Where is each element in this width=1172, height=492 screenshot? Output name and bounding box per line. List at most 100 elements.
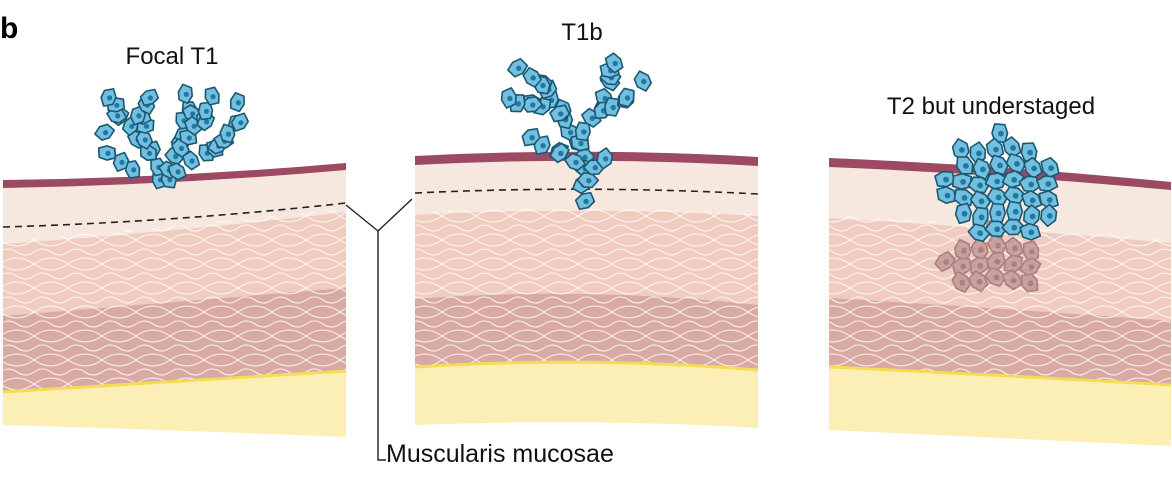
cell-nucleus bbox=[114, 102, 120, 108]
cell-nucleus bbox=[1029, 248, 1035, 255]
cell-nucleus bbox=[529, 135, 535, 141]
callout-label: Muscularis mucosae bbox=[386, 440, 614, 468]
cell-nucleus bbox=[993, 274, 1000, 281]
tumor-t1b bbox=[500, 52, 653, 210]
cell-nucleus bbox=[612, 60, 618, 67]
panel-letter: b bbox=[0, 12, 18, 45]
muscle-texture bbox=[415, 208, 758, 370]
cell-nucleus bbox=[959, 147, 965, 153]
cell-nucleus bbox=[1011, 224, 1018, 231]
cell-nucleus bbox=[147, 95, 153, 101]
cell-nucleus bbox=[586, 178, 592, 184]
cell-nucleus bbox=[976, 150, 982, 157]
lamina-propria-layer bbox=[3, 170, 346, 244]
cell-nucleus bbox=[978, 198, 985, 205]
cell-nucleus bbox=[191, 123, 197, 129]
cell-nucleus bbox=[624, 95, 631, 101]
cell-nucleus bbox=[961, 247, 967, 254]
cell-nucleus bbox=[507, 95, 513, 102]
cell-nucleus bbox=[943, 176, 949, 183]
cell-nucleus bbox=[1028, 181, 1035, 188]
fat-boundary bbox=[829, 365, 1171, 387]
cell-nucleus bbox=[129, 123, 135, 129]
cell-nucleus bbox=[961, 210, 968, 217]
cell-nucleus bbox=[995, 194, 1002, 201]
cell-nucleus bbox=[189, 158, 195, 164]
cell-nucleus bbox=[978, 214, 985, 221]
cell-nucleus bbox=[203, 108, 210, 114]
cell-nucleus bbox=[961, 195, 968, 201]
panel-title-focal-t1: Focal T1 bbox=[126, 43, 219, 70]
muscularis-mucosae-line bbox=[2, 202, 347, 228]
cell-nucleus bbox=[175, 169, 181, 175]
cell-nucleus bbox=[993, 146, 999, 153]
muscle-texture bbox=[829, 215, 1171, 385]
cell-nucleus bbox=[602, 95, 608, 102]
cell-nucleus bbox=[115, 113, 121, 119]
cell-nucleus bbox=[994, 178, 1001, 185]
cell-nucleus bbox=[540, 143, 546, 149]
cell-nucleus bbox=[1028, 264, 1035, 271]
callout-leader-line bbox=[345, 198, 413, 461]
cell-nucleus bbox=[603, 156, 609, 162]
cell-nucleus bbox=[1046, 213, 1053, 219]
panel-title-t1b: T1b bbox=[561, 19, 602, 46]
cell-nucleus bbox=[592, 165, 598, 171]
cell-nucleus bbox=[1029, 213, 1036, 220]
cell-nucleus bbox=[978, 247, 984, 253]
cell-nucleus bbox=[530, 102, 536, 108]
cell-nucleus bbox=[143, 123, 150, 129]
cell-nucleus bbox=[540, 82, 546, 89]
cell-nucleus bbox=[582, 154, 588, 161]
cell-nucleus bbox=[142, 137, 148, 143]
cell-nucleus bbox=[641, 78, 647, 85]
cell-nucleus bbox=[943, 259, 949, 265]
cell-nucleus bbox=[103, 130, 109, 136]
cell-nucleus bbox=[944, 192, 951, 199]
cell-nucleus bbox=[235, 100, 241, 106]
cell-nucleus bbox=[105, 150, 111, 156]
cell-nucleus bbox=[1014, 161, 1020, 167]
cell-nucleus bbox=[578, 140, 584, 147]
tumor-focal-t1 bbox=[94, 83, 249, 190]
cell-nucleus bbox=[1027, 280, 1034, 287]
cell-nucleus bbox=[980, 166, 986, 173]
cell-nucleus bbox=[178, 145, 185, 152]
cell-nucleus bbox=[589, 115, 596, 122]
cell-nucleus bbox=[567, 129, 574, 136]
cell-nucleus bbox=[183, 91, 189, 97]
cell-nucleus bbox=[960, 263, 967, 270]
muscle-texture bbox=[3, 208, 346, 392]
cell-nucleus bbox=[131, 167, 137, 173]
cell-nucleus bbox=[558, 111, 564, 117]
cell-nucleus bbox=[997, 162, 1003, 169]
cell-nucleus bbox=[1011, 261, 1018, 268]
cell-nucleus bbox=[995, 210, 1002, 217]
fat-boundary bbox=[415, 360, 758, 372]
tumor-t2-understaged bbox=[934, 123, 1060, 243]
cell-nucleus bbox=[977, 263, 984, 269]
cell-nucleus bbox=[977, 182, 983, 189]
cell-nucleus bbox=[610, 104, 616, 111]
cell-nucleus bbox=[173, 154, 179, 160]
cell-nucleus bbox=[1012, 208, 1019, 215]
cell-nucleus bbox=[136, 113, 142, 119]
cell-nucleus bbox=[1012, 192, 1019, 199]
cell-nucleus bbox=[107, 95, 113, 101]
cell-nucleus bbox=[210, 94, 216, 100]
cell-nucleus bbox=[1027, 149, 1033, 156]
cell-nucleus bbox=[238, 120, 244, 126]
cell-nucleus bbox=[995, 242, 1001, 249]
cell-nucleus bbox=[1045, 181, 1052, 187]
cell-nucleus bbox=[994, 226, 1001, 233]
cell-nucleus bbox=[1031, 165, 1037, 172]
cell-nucleus bbox=[1011, 176, 1018, 183]
cell-nucleus bbox=[558, 150, 564, 157]
cell-nucleus bbox=[1029, 197, 1036, 204]
cell-nucleus bbox=[516, 65, 522, 72]
cell-nucleus bbox=[963, 163, 969, 169]
cell-nucleus bbox=[960, 179, 966, 185]
